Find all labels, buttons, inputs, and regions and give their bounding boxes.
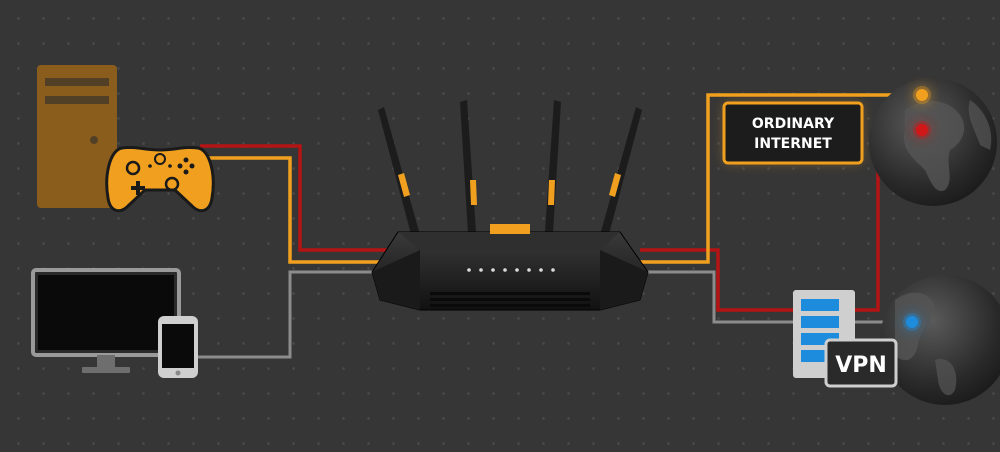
ordinary-internet-badge: ORDINARY INTERNET [722,101,864,165]
vpn-endpoint-blue [903,313,921,331]
gray-line-router-vpn [640,270,800,324]
globe-icon [880,275,1000,405]
router-icon [371,100,649,311]
orange-line-gamepad-router [200,156,390,264]
orange-line-router-internet [640,93,920,264]
internet-endpoint-orange [913,86,931,104]
globe-icon [869,78,997,206]
connections [198,93,920,359]
desktop-tower-icon [37,65,117,208]
internet-endpoint-red [913,121,931,139]
vpn-label: VPN [835,353,887,378]
red-line-router-vpn [640,248,800,312]
ordinary-internet-label-line1: ORDINARY [752,116,835,132]
ordinary-internet-label-line2: INTERNET [754,136,832,152]
red-line-gamepad-router [200,144,390,252]
gray-line-tablet-router [198,270,390,359]
tablet-icon [158,316,198,378]
vpn-server-icon: VPN [793,290,898,388]
gamepad-icon [105,145,215,213]
monitor-icon [31,268,181,373]
